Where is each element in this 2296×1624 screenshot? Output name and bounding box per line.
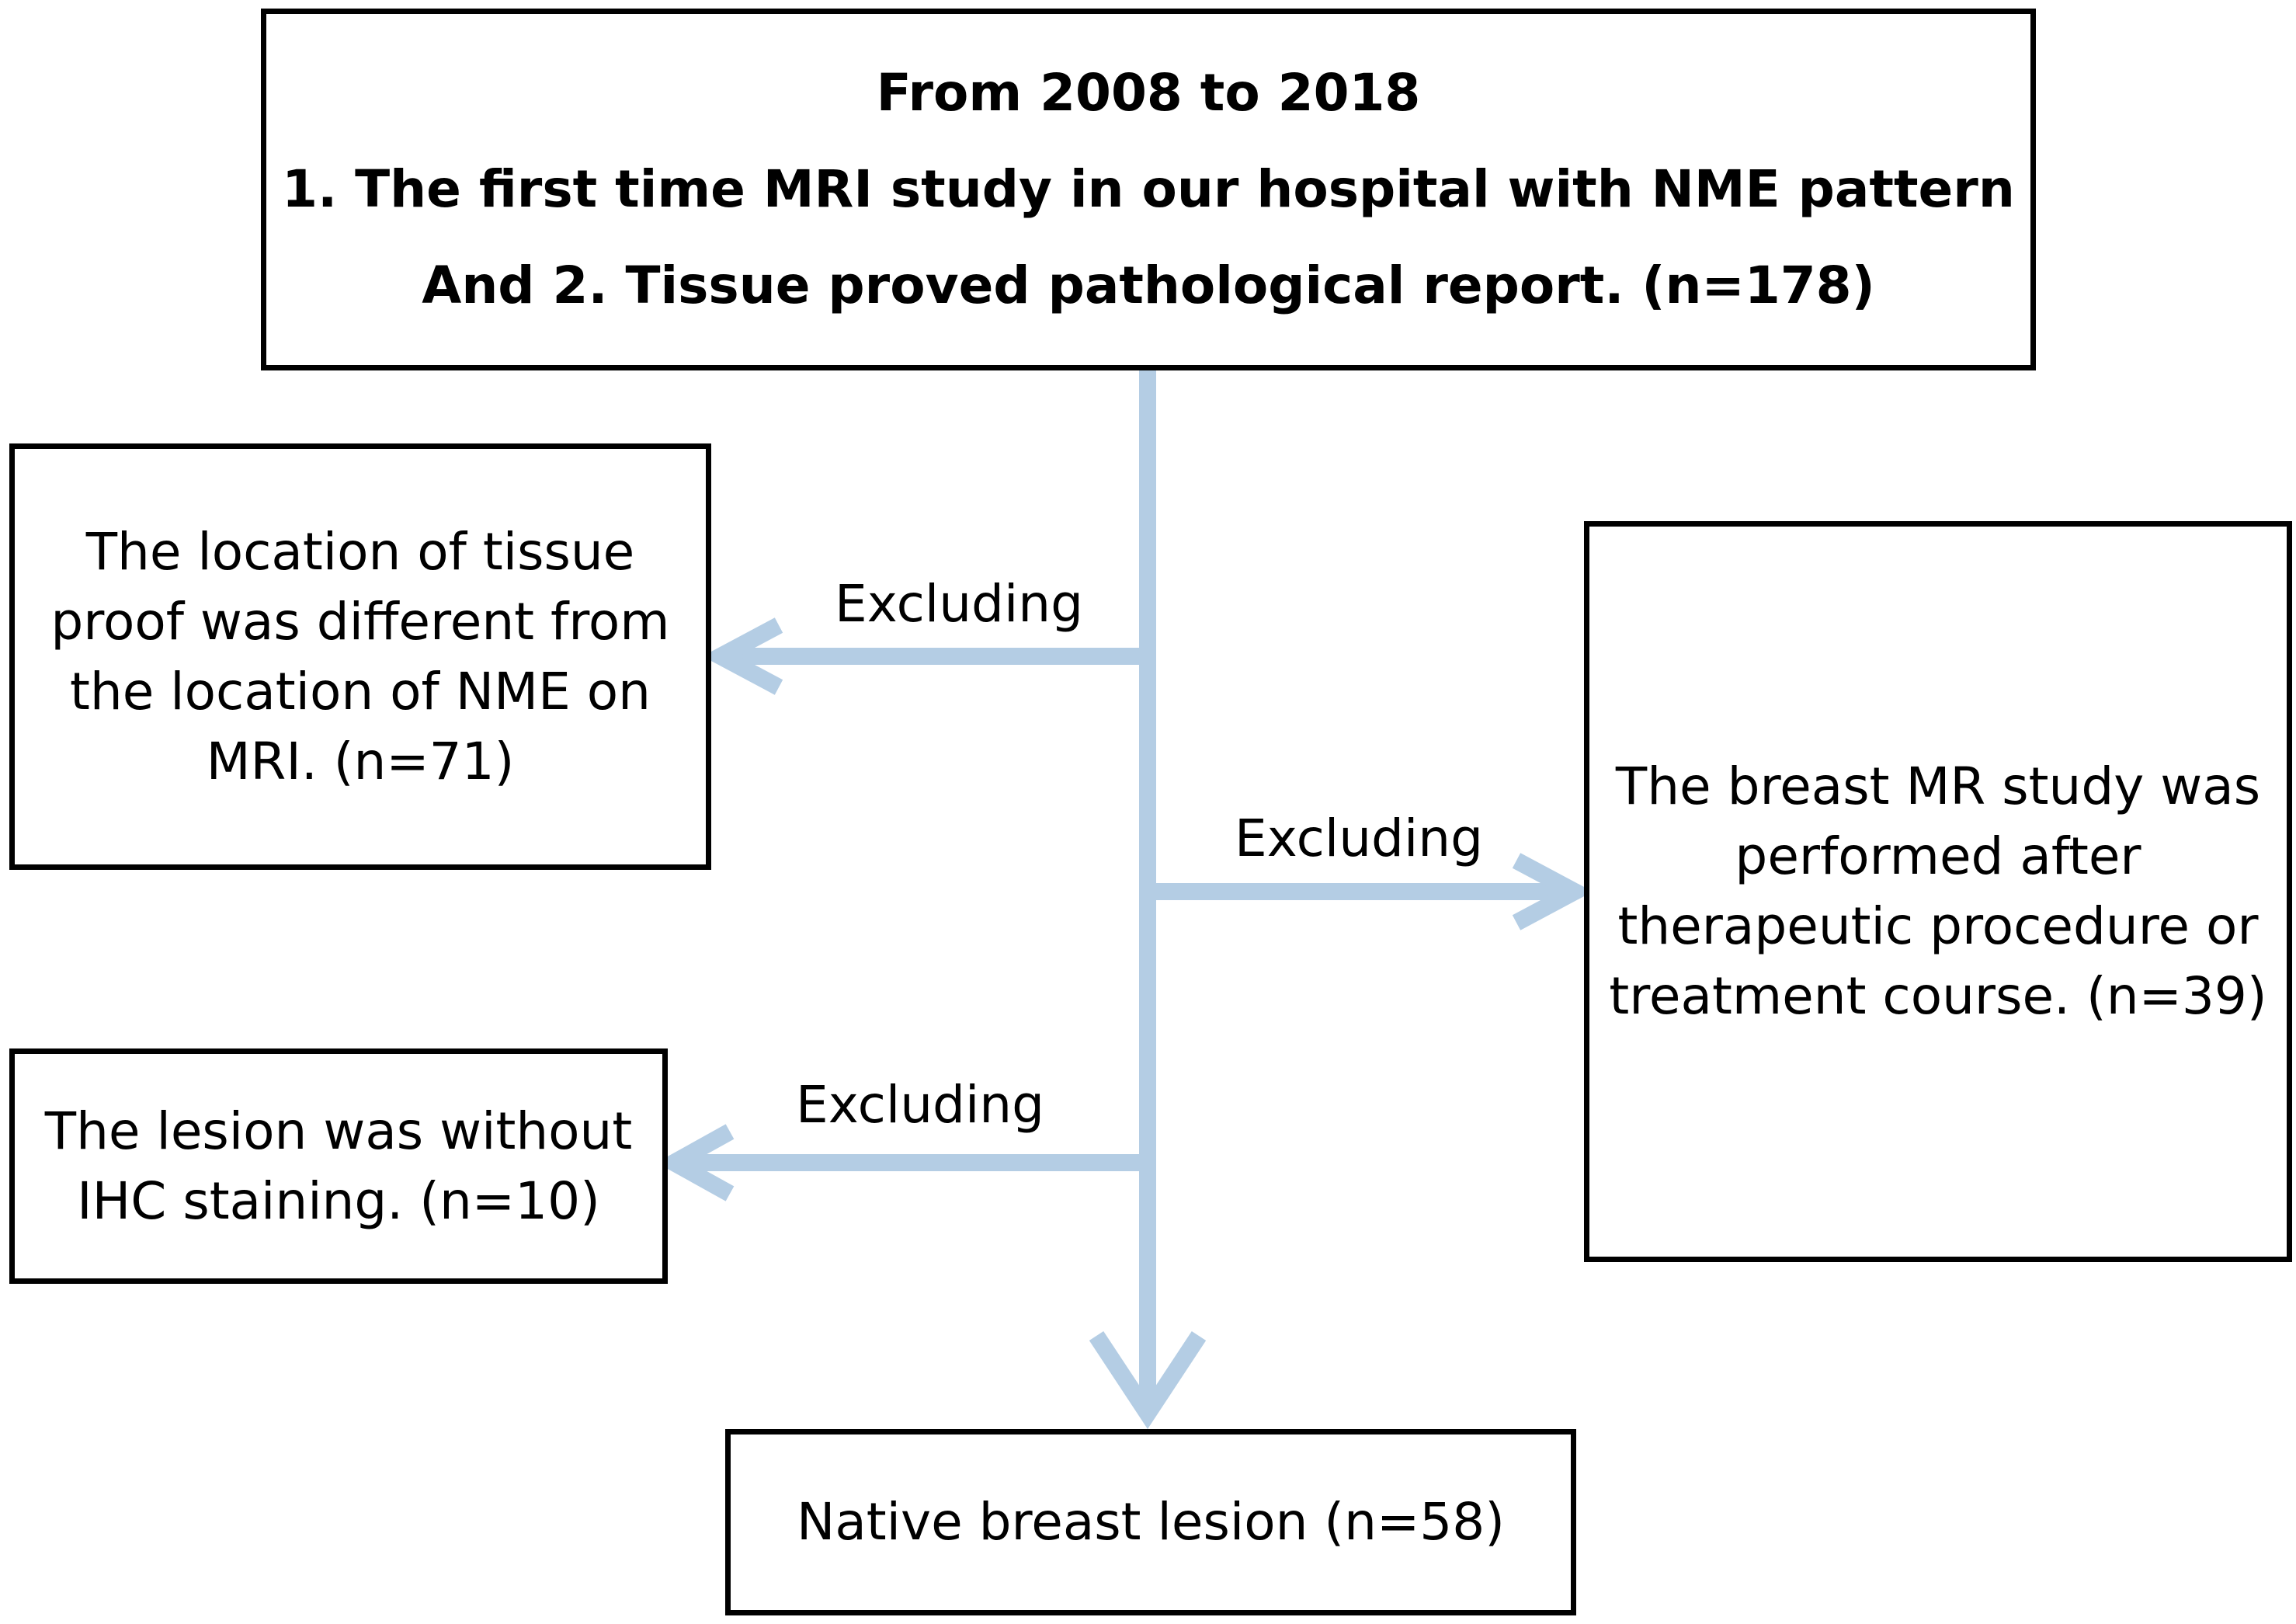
exclusion-2-line-4: treatment course. (n=39) [1609,966,2267,1026]
arrowhead-right [1512,853,1593,930]
exclusion-2-line-2: performed after [1735,826,2141,886]
edge-label-excluding-2: Excluding [1235,809,1484,868]
exclusion-1-line-4: MRI. (n=71) [206,731,515,791]
exclusion-3-line-2: IHC staining. (n=10) [77,1170,600,1231]
inclusion-line-2: 1. The first time MRI study in our hospi… [282,159,2015,219]
exclusion-2-line-3: therapeutic procedure or [1617,896,2259,956]
final-cohort-box: Native breast lesion (n=58) [725,1429,1576,1615]
exclusion-2-line-1: The breast MR study was [1615,756,2261,816]
arrowhead-to-final [1089,1330,1207,1429]
arrow-group [656,370,1593,1429]
final-cohort-line: Native breast lesion (n=58) [796,1492,1505,1552]
inclusion-criteria-box: From 2008 to 2018 1. The first time MRI … [261,9,2036,370]
edge-label-excluding-3: Excluding [796,1075,1045,1135]
exclusion-box-location-mismatch: The location of tissue proof was differe… [9,443,711,870]
exclusion-3-line-1: The lesion was without [44,1101,633,1161]
exclusion-1-line-1: The location of tissue [85,521,635,582]
edge-label-excluding-1: Excluding [835,574,1084,634]
exclusion-box-post-treatment: The breast MR study was performed after … [1584,521,2292,1262]
arrowhead-left-2 [656,1124,735,1201]
inclusion-line-3: And 2. Tissue proved pathological report… [422,256,1875,315]
exclusion-1-line-2: proof was different from [50,591,670,652]
exclusion-1-line-3: the location of NME on [70,661,651,722]
exclusion-box-no-ihc: The lesion was without IHC staining. (n=… [9,1048,668,1284]
arrowhead-left-1 [702,617,783,695]
inclusion-line-1: From 2008 to 2018 [876,63,1421,123]
